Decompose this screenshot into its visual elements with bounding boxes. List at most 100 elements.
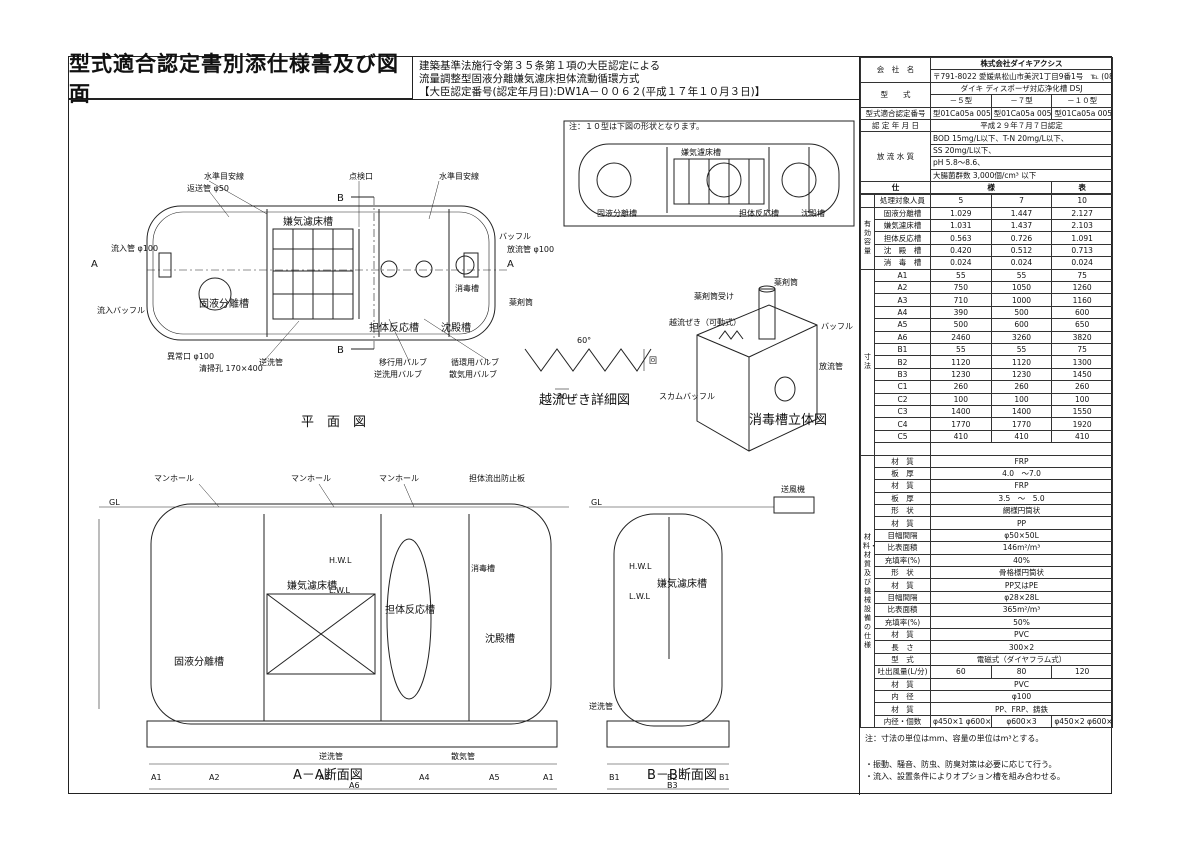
spec-value: φ450×1 φ600×2	[930, 714, 992, 729]
small-separation-label: 固液分離槽	[597, 208, 637, 218]
spec-value: 410	[1051, 429, 1113, 444]
spec-item-label: A5	[874, 318, 931, 332]
plan-inspection-label: 点検口	[349, 171, 373, 181]
spec-item-label: 板 厚	[874, 491, 931, 506]
spec-value: 600	[990, 318, 1053, 332]
spec-value: 40%	[930, 553, 1113, 568]
small-plan-tank	[578, 143, 840, 217]
spec-value: 100	[930, 392, 992, 406]
spec-item-label: A2	[874, 281, 931, 295]
spec-value: PVC	[930, 627, 1113, 642]
spec-value: 5	[930, 194, 992, 208]
aa-manhole-2: マンホール	[291, 474, 331, 483]
cert-label: 型式適合認定番号	[860, 106, 931, 120]
spec-item-label: 充填率(%)	[874, 615, 931, 629]
spec-value: 75	[1051, 342, 1113, 357]
spec-value: 1400	[930, 404, 992, 419]
small-sediment-label: 沈殿槽	[801, 208, 825, 218]
bb-base	[606, 720, 730, 748]
spec-group-label: 寸 法	[860, 268, 875, 456]
plan-caption: 平 面 図	[301, 415, 367, 430]
plan-section-b-bottom: B	[337, 345, 344, 356]
aa-caption: A－A断面図	[293, 768, 363, 783]
model-5: －５型	[930, 94, 992, 108]
bb-backwash-label: 逆洗管	[589, 701, 613, 711]
spec-item-label: B2	[874, 355, 931, 369]
spec-value: 1920	[1051, 417, 1113, 431]
spec-value: 7	[990, 194, 1053, 208]
spec-item-label: A1	[874, 268, 931, 283]
bb-blower-label: 送風機	[781, 484, 805, 494]
spec-item-label: 板 厚	[874, 466, 931, 481]
cert-date: 平成２９年７月７日認定	[930, 118, 1113, 133]
plan-disinfect-label: 消毒槽	[455, 283, 479, 293]
spec-value: 0.563	[930, 231, 992, 245]
model-7: －７型	[990, 94, 1053, 108]
spec-item-label: 消 毒 槽	[874, 256, 931, 270]
small-plan-frame	[563, 120, 855, 227]
subtitle-line-2: 流量調整型固液分離嫌気濾床担体流動循環方式	[419, 73, 640, 85]
spec-value: 120	[1051, 665, 1113, 679]
spec-value: 55	[990, 268, 1053, 283]
spec-value: 500	[990, 305, 1053, 320]
spec-item-label: 比表面積	[874, 603, 931, 617]
subtitle-line-3: 【大臣認定番号(認定年月日):DW1A－００６２(平成１７年１０月３日)】	[419, 86, 766, 98]
spec-value: 500	[930, 318, 992, 332]
spec-value: 75	[1051, 268, 1113, 283]
spec-row: 型 式電磁式（ダイヤフラム式）	[861, 652, 1113, 667]
aa-dim-a3: A3	[319, 773, 330, 782]
spec-item-label: A4	[874, 305, 931, 320]
spec-value: 50%	[930, 615, 1113, 629]
spec-value: φ28×28L	[930, 590, 1113, 605]
bb-anaerobic-label: 嫌気濾床槽	[657, 577, 707, 590]
spec-value: 1160	[1051, 293, 1113, 307]
bb-dim-b2: B2	[667, 773, 678, 782]
spec-value: 1450	[1051, 367, 1113, 382]
spec-value: 60	[930, 665, 992, 679]
weir-caption: 越流ぜき詳細図	[539, 393, 631, 408]
spec-item-label: 充填率(%)	[874, 553, 931, 568]
aa-gl-label: GL	[109, 498, 120, 507]
spec-value: 650	[1051, 318, 1113, 332]
spec-item-label: 型 式	[874, 652, 931, 667]
spec-item-label: 形 状	[874, 565, 931, 580]
aa-separation-label: 固液分離槽	[174, 655, 224, 668]
spec-value: φ50×50L	[930, 528, 1113, 543]
plan-baffle-label: バッフル	[499, 232, 531, 241]
weir-zigzag	[524, 348, 652, 372]
weir-height-label: 回	[649, 356, 657, 365]
aa-lwl-label: L.W.L	[329, 586, 351, 595]
spec-value: 55	[930, 342, 992, 357]
plan-overflow-label: 異常口 φ100	[167, 352, 214, 361]
weir-angle-label: 60°	[577, 336, 591, 345]
spec-value: 0.726	[990, 231, 1053, 245]
spec-value: PP、FRP、鋳鉄	[930, 702, 1113, 716]
aa-sediment-label: 沈殿槽	[485, 632, 515, 645]
spec-value: 750	[930, 281, 992, 295]
spec-item-label: 処理対象人員	[874, 194, 931, 208]
company-label: 会 社 名	[860, 57, 931, 83]
spec-value: 410	[990, 429, 1053, 444]
plan-valve4-label: 散気用バルブ	[449, 369, 497, 379]
quality-label: 放 流 水 質	[860, 131, 931, 182]
spec-value: 260	[1051, 380, 1113, 394]
plan-anaerobic-label: 嫌気濾床槽	[283, 215, 333, 228]
footnote: 注：寸法の単位はmm、容量の単位はm³とする。	[865, 734, 1044, 743]
spec-value: 1770	[930, 417, 992, 431]
spec-item-label: C1	[874, 380, 931, 394]
spec-item-label: 材 質	[874, 578, 931, 592]
spec-item-label: C2	[874, 392, 931, 406]
spec-value: 55	[930, 268, 992, 283]
